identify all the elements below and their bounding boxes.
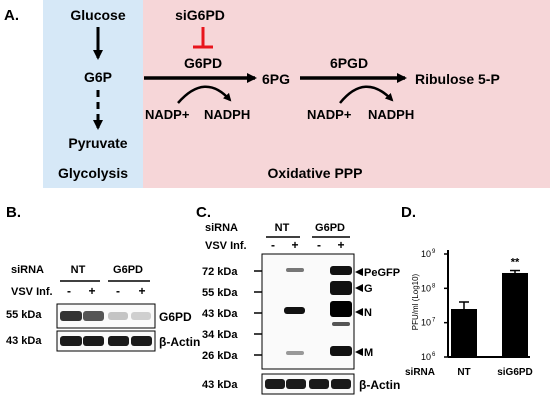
c-marker-55: 55 kDa xyxy=(202,287,238,299)
c-marker-43: 43 kDa xyxy=(202,308,238,320)
panel-d-label: D. xyxy=(401,204,416,221)
pyruvate-label: Pyruvate xyxy=(68,135,127,151)
c-marker-34: 34 kDa xyxy=(202,329,238,341)
c-band xyxy=(265,379,285,389)
nadph-label-2: NADPH xyxy=(368,107,414,122)
b-band xyxy=(60,311,82,321)
glycolysis-background xyxy=(43,0,143,188)
c-band xyxy=(330,346,352,356)
c-lane-3: - xyxy=(317,238,321,252)
b-marker-43: 43 kDa xyxy=(6,335,42,347)
d-sirna-label: siRNA xyxy=(405,367,435,378)
b-band xyxy=(83,336,104,346)
c-lane-4: + xyxy=(337,238,344,252)
d-y-axis-label: PFU/ml (Log10) xyxy=(411,273,420,330)
b-group-nt: NT xyxy=(71,264,86,276)
d-significance-marker: ** xyxy=(511,257,520,269)
d-category-sig6pd: siG6PD xyxy=(497,367,533,378)
c-band xyxy=(286,379,306,389)
c-band xyxy=(330,266,352,275)
g6pd-enzyme-label: G6PD xyxy=(184,55,222,71)
glycolysis-label: Glycolysis xyxy=(58,165,128,181)
d-y-tick-exponent: 9 xyxy=(432,249,436,255)
c-band xyxy=(331,379,351,389)
c-band-peGFP: PeGFP xyxy=(364,267,400,279)
c-band xyxy=(286,268,304,272)
c-sirna-label: siRNA xyxy=(205,222,238,234)
c-band xyxy=(330,301,352,317)
nadp-label-1: NADP+ xyxy=(145,107,190,122)
c-band xyxy=(330,281,352,295)
c-actin-label: β-Actin xyxy=(359,378,400,392)
panel-b: B. siRNA VSV Inf. NT G6PD - + - + 55 kDa… xyxy=(6,204,200,352)
b-blot-actin-frame xyxy=(56,330,156,352)
c-marker-72: 72 kDa xyxy=(202,266,238,278)
d-bar xyxy=(451,309,477,357)
6pg-label: 6PG xyxy=(262,71,290,87)
ribulose-label: Ribulose 5-P xyxy=(415,71,500,87)
d-y-tick-label: 10 xyxy=(421,283,431,293)
panel-c: C. siRNA VSV Inf. NT G6PD - + - + 72 kDa… xyxy=(196,204,400,395)
panel-c-label: C. xyxy=(196,204,211,221)
c-lane-1: - xyxy=(271,238,275,252)
glucose-label: Glucose xyxy=(70,7,125,23)
d-y-tick-exponent: 6 xyxy=(432,352,436,358)
6pgd-label: 6PGD xyxy=(330,55,368,71)
c-band xyxy=(286,351,304,355)
c-band-g: G xyxy=(364,283,373,295)
nadp-label-2: NADP+ xyxy=(307,107,352,122)
b-band xyxy=(83,311,104,321)
c-group-g6pd: G6PD xyxy=(315,222,345,234)
b-vsv-label: VSV Inf. xyxy=(11,286,53,298)
ppp-background xyxy=(143,0,550,188)
oxidative-ppp-label: Oxidative PPP xyxy=(268,165,363,181)
b-lane-3: - xyxy=(116,284,120,298)
c-band xyxy=(332,322,350,326)
c-actin-frame xyxy=(261,373,355,395)
d-y-tick-exponent: 8 xyxy=(432,283,436,289)
panel-a-label: A. xyxy=(4,7,19,24)
sig6pd-label: siG6PD xyxy=(175,7,225,23)
b-band xyxy=(131,312,151,320)
d-category-nt: NT xyxy=(457,367,470,378)
panel-b-label: B. xyxy=(6,204,21,221)
d-y-tick-exponent: 7 xyxy=(432,318,436,324)
nadph-label-1: NADPH xyxy=(204,107,250,122)
nadp-curve-2 xyxy=(339,85,394,104)
b-blot-g6pd-label: G6PD xyxy=(159,310,192,324)
b-lane-4: + xyxy=(138,284,145,298)
c-marker-43-actin: 43 kDa xyxy=(202,379,238,391)
b-sirna-label: siRNA xyxy=(11,264,44,276)
c-lane-2: + xyxy=(291,238,298,252)
d-y-tick-label: 10 xyxy=(421,318,431,328)
b-band xyxy=(108,312,128,320)
c-group-nt: NT xyxy=(275,222,290,234)
nadp-curve-1 xyxy=(177,85,232,104)
b-lane-1: - xyxy=(67,284,71,298)
d-y-tick-label: 10 xyxy=(421,249,431,259)
c-marker-26: 26 kDa xyxy=(202,350,238,362)
b-band xyxy=(131,336,152,346)
c-band-n: N xyxy=(364,307,372,319)
b-blot-actin-label: β-Actin xyxy=(159,335,200,349)
g6p-label: G6P xyxy=(84,69,112,85)
c-band xyxy=(284,307,305,314)
d-bar xyxy=(502,272,528,357)
c-vsv-label: VSV Inf. xyxy=(205,240,247,252)
b-band xyxy=(60,336,82,346)
d-y-tick-label: 10 xyxy=(421,352,431,362)
b-lane-2: + xyxy=(88,284,95,298)
b-group-g6pd: G6PD xyxy=(113,264,143,276)
c-band xyxy=(309,379,329,389)
b-marker-55: 55 kDa xyxy=(6,309,42,321)
d-bars: ** xyxy=(451,257,528,357)
panel-a: A. Glucose G6P Pyruvate Glycolysis siG6P… xyxy=(4,0,550,188)
c-band-m: M xyxy=(364,347,373,359)
b-band xyxy=(108,336,129,346)
